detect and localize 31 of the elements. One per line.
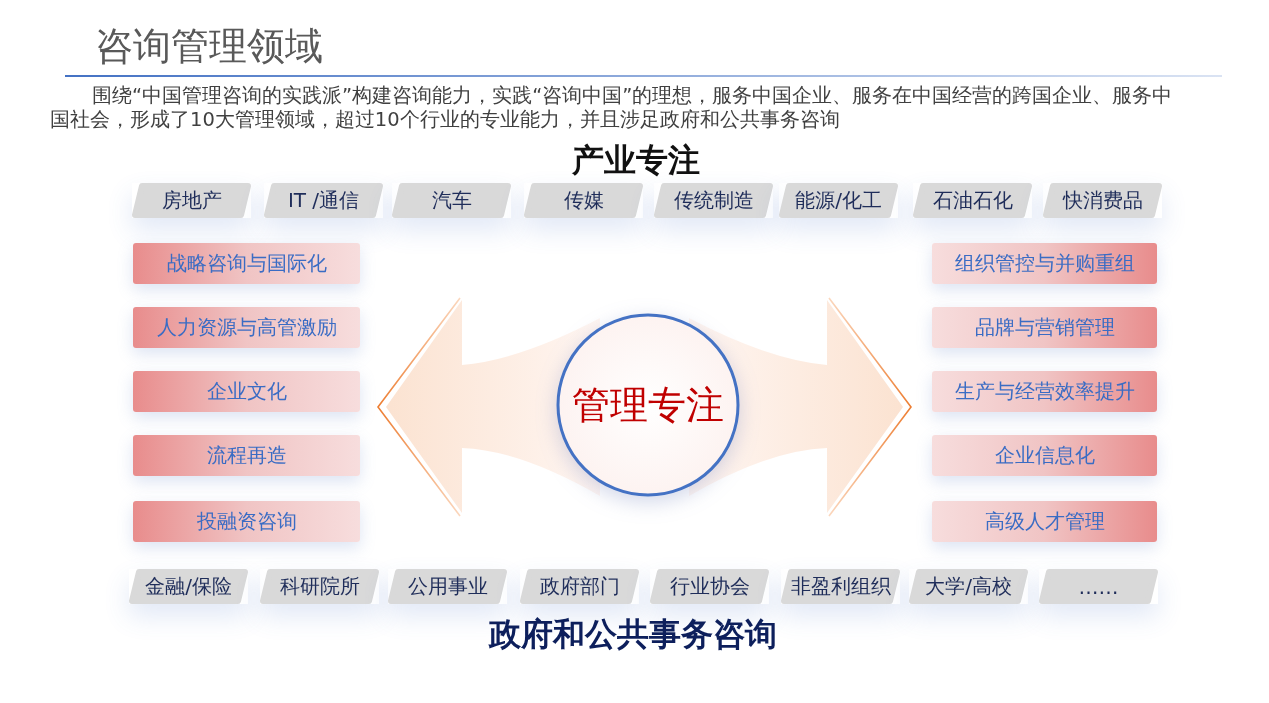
industry-tag: 快消费品 [1043, 183, 1162, 218]
sector-tag: 金融/保险 [129, 569, 248, 604]
domain-box: 人力资源与高管激励 [133, 307, 360, 348]
industry-tag: 房地产 [132, 183, 251, 218]
domain-box: 企业信息化 [932, 435, 1157, 476]
page-title: 咨询管理领域 [95, 23, 323, 70]
sector-tag: 政府部门 [520, 569, 639, 604]
sector-tag: 行业协会 [650, 569, 769, 604]
sector-tag: 非盈利组织 [781, 569, 900, 604]
sector-tag: 科研院所 [260, 569, 379, 604]
domain-box: 投融资咨询 [133, 501, 360, 542]
domain-box: 品牌与营销管理 [932, 307, 1157, 348]
industry-tag: 石油石化 [913, 183, 1032, 218]
section-heading: 政府和公共事务咨询 [489, 614, 777, 654]
sector-tag: …… [1039, 569, 1158, 604]
section-heading: 产业专注 [572, 140, 700, 180]
domain-box: 战略咨询与国际化 [133, 243, 360, 284]
domain-box: 高级人才管理 [932, 501, 1157, 542]
sector-tag: 大学/高校 [909, 569, 1028, 604]
industry-tag: 汽车 [392, 183, 511, 218]
domain-box: 流程再造 [133, 435, 360, 476]
sector-tag: 公用事业 [388, 569, 507, 604]
domain-box: 生产与经营效率提升 [932, 371, 1157, 412]
intro-paragraph: 围绕“中国管理咨询的实践派”构建咨询能力，实践“咨询中国”的理想，服务中国企业、服务在中国经营的跨国企业、服务中国社会，形成了10大管理领域，超过10个行业的专业能力，并且涉足政府和公共事务咨询 [50, 84, 1174, 132]
domain-box: 组织管控与并购重组 [932, 243, 1157, 284]
industry-tag: 传统制造 [654, 183, 773, 218]
industry-tag: IT /通信 [264, 183, 383, 218]
domain-box: 企业文化 [133, 371, 360, 412]
industry-tag: 能源/化工 [779, 183, 898, 218]
center-circle: 管理专注 [556, 313, 740, 497]
industry-tag: 传媒 [524, 183, 643, 218]
